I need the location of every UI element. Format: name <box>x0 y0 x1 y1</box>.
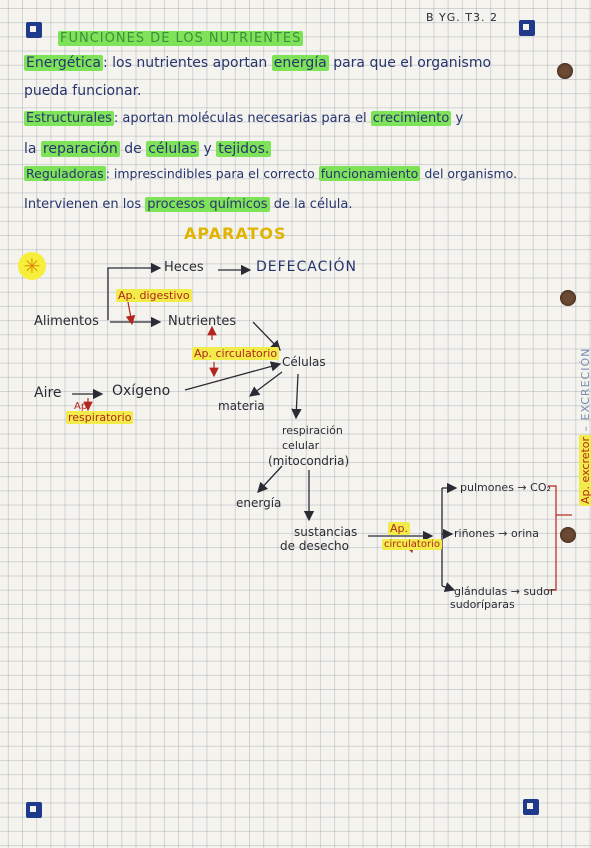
defecacion-label: DEFECACIÓN <box>256 259 358 275</box>
sustancias-label-1: sustancias <box>294 525 358 539</box>
reguladoras-line-1: Reguladoras: imprescindibles para el cor… <box>24 166 518 181</box>
materia-label: materia <box>218 399 265 413</box>
ap-respiratorio-label-1: Ap. <box>74 401 91 412</box>
respiracion-label-1: respiración <box>282 424 343 437</box>
oxigeno-label: Oxígeno <box>112 383 171 399</box>
reguladoras-line-2: Intervienen en los procesos químicos de … <box>24 197 353 212</box>
ap-circulatorio-label-2b: circulatorio <box>382 539 442 550</box>
nutrientes-label: Nutrientes <box>168 314 237 329</box>
aire-label: Aire <box>34 385 62 401</box>
ap-respiratorio-label-2: respiratorio <box>66 411 134 424</box>
estructurales-line-2: la reparación de células y tejidos. <box>24 141 272 157</box>
corner-mark-bottom-right <box>523 799 539 815</box>
respiracion-label-3: (mitocondria) <box>268 454 350 468</box>
corner-mark-top-right <box>519 20 535 36</box>
reguladoras-term: Reguladoras <box>24 166 106 181</box>
corner-mark-bottom-left <box>26 802 42 818</box>
energetica-line-1: Energética: los nutrientes aportan energ… <box>24 55 492 71</box>
rinones-label: riñones → orina <box>454 527 539 540</box>
pulmones-label: pulmones → CO₂ <box>460 481 551 494</box>
corner-mark-top-left <box>26 22 42 38</box>
sustancias-label-2: de desecho <box>280 539 349 553</box>
page-reference: B YG. T3. 2 <box>426 11 498 24</box>
heces-label: Heces <box>164 260 204 275</box>
estructurales-term: Estructurales <box>24 111 114 126</box>
binder-hole <box>560 290 576 306</box>
ap-digestivo-label: Ap. digestivo <box>116 289 192 302</box>
binder-hole <box>560 527 576 543</box>
respiracion-label-2: celular <box>282 439 320 452</box>
ap-circulatorio-label-1: Ap. circulatorio <box>192 347 280 360</box>
estructurales-line-1: Estructurales: aportan moléculas necesar… <box>24 111 464 126</box>
binder-hole <box>557 63 573 79</box>
apparatus-title: APARATOS <box>184 224 287 243</box>
celulas-label: Células <box>282 355 326 369</box>
glandulas-label-1: glándulas → sudor <box>454 585 555 598</box>
asterisk-icon: ✳ <box>18 252 46 280</box>
excretor-vertical-label: Ap. excretor – EXCRECIÓN <box>579 347 591 506</box>
energetica-term: Energética <box>24 55 103 71</box>
ap-circulatorio-label-2a: Ap. <box>388 522 411 535</box>
glandulas-label-2: sudoríparas <box>450 598 515 611</box>
alimentos-label: Alimentos <box>34 314 99 329</box>
page-title: FUNCIONES DE LOS NUTRIENTES <box>58 31 304 46</box>
energia-label: energía <box>236 496 282 510</box>
energetica-line-2: pueda funcionar. <box>24 83 142 99</box>
